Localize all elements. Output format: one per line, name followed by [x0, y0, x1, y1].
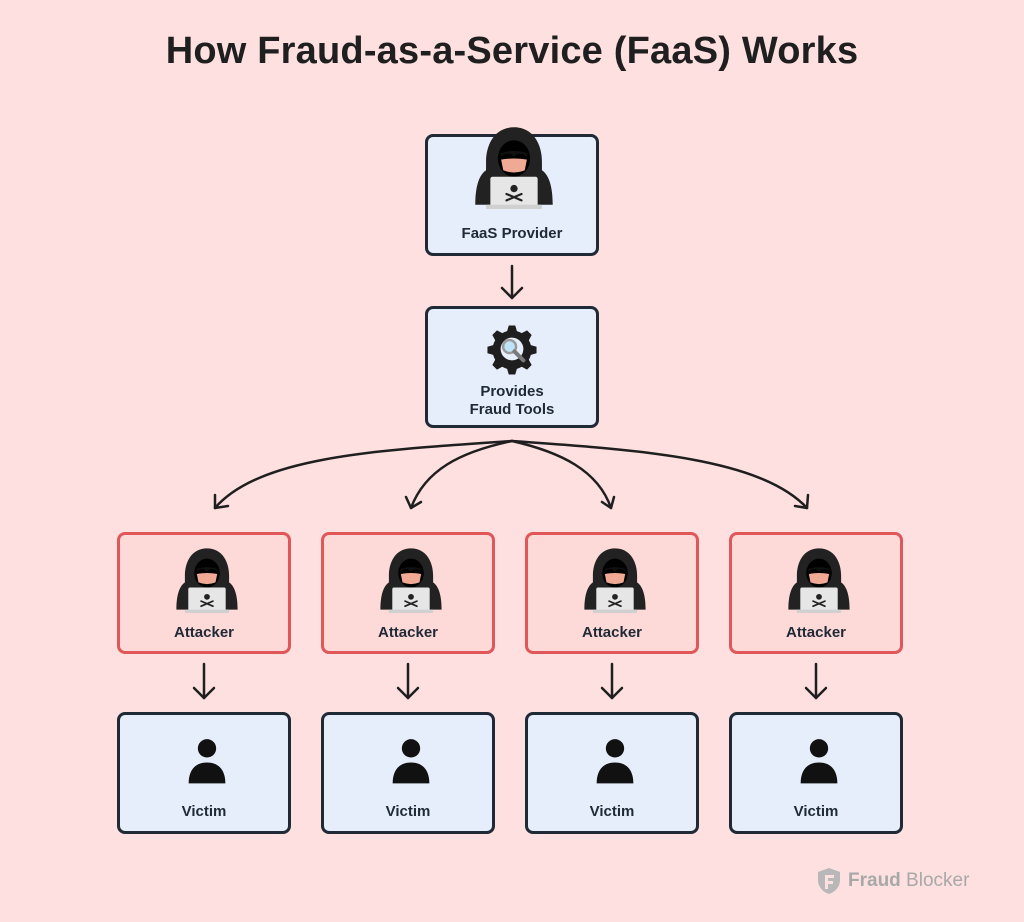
victim-box: Victim: [525, 712, 699, 834]
arrow-tools-to-attacker-2: [404, 439, 514, 510]
hooded-hacker-laptop-icon: [785, 545, 853, 613]
arrow-provider-to-tools: [500, 264, 524, 300]
person-icon: [386, 735, 436, 785]
arrow-tools-to-attacker-4: [510, 439, 810, 510]
attacker-box: Attacker: [321, 532, 495, 654]
fraud-blocker-shield-icon: [818, 868, 840, 894]
fraud-tools-label-line1: Provides: [480, 383, 544, 400]
fraud-tools-box: Provides Fraud Tools: [425, 306, 599, 428]
faas-provider-box: FaaS Provider: [425, 134, 599, 256]
person-icon: [590, 735, 640, 785]
victim-box: Victim: [729, 712, 903, 834]
attacker-label: Attacker: [581, 624, 643, 641]
arrow-attacker-to-victim-1: [192, 662, 216, 700]
faas-provider-label: FaaS Provider: [461, 225, 563, 242]
person-icon: [182, 735, 232, 785]
arrow-attacker-to-victim-4: [804, 662, 828, 700]
victim-box: Victim: [321, 712, 495, 834]
fraud-blocker-logo: Fraud Blocker: [816, 867, 969, 895]
brand-name-part2: Blocker: [900, 870, 970, 891]
attacker-label: Attacker: [173, 624, 235, 641]
victim-label: Victim: [385, 803, 431, 820]
arrow-tools-to-attacker-3: [510, 439, 616, 510]
arrow-attacker-to-victim-3: [600, 662, 624, 700]
attacker-box: Attacker: [117, 532, 291, 654]
attacker-box: Attacker: [729, 532, 903, 654]
victim-box: Victim: [117, 712, 291, 834]
hooded-hacker-laptop-icon: [173, 545, 241, 613]
hooded-hacker-laptop-icon: [581, 545, 649, 613]
person-icon: [794, 735, 844, 785]
victim-label: Victim: [589, 803, 635, 820]
victim-label: Victim: [181, 803, 227, 820]
attacker-label: Attacker: [785, 624, 847, 641]
arrow-tools-to-attacker-1: [213, 439, 514, 510]
attacker-box: Attacker: [525, 532, 699, 654]
arrow-attacker-to-victim-2: [396, 662, 420, 700]
fraud-tools-label-line2: Fraud Tools: [469, 401, 555, 418]
hooded-hacker-laptop-icon: [377, 545, 445, 613]
hooded-hacker-laptop-icon: [471, 123, 557, 209]
attacker-label: Attacker: [377, 624, 439, 641]
diagram-title: How Fraud-as-a-Service (FaaS) Works: [165, 30, 859, 72]
brand-name-part1: Fraud: [848, 870, 901, 891]
gear-wrench-icon: [486, 323, 538, 375]
victim-label: Victim: [793, 803, 839, 820]
